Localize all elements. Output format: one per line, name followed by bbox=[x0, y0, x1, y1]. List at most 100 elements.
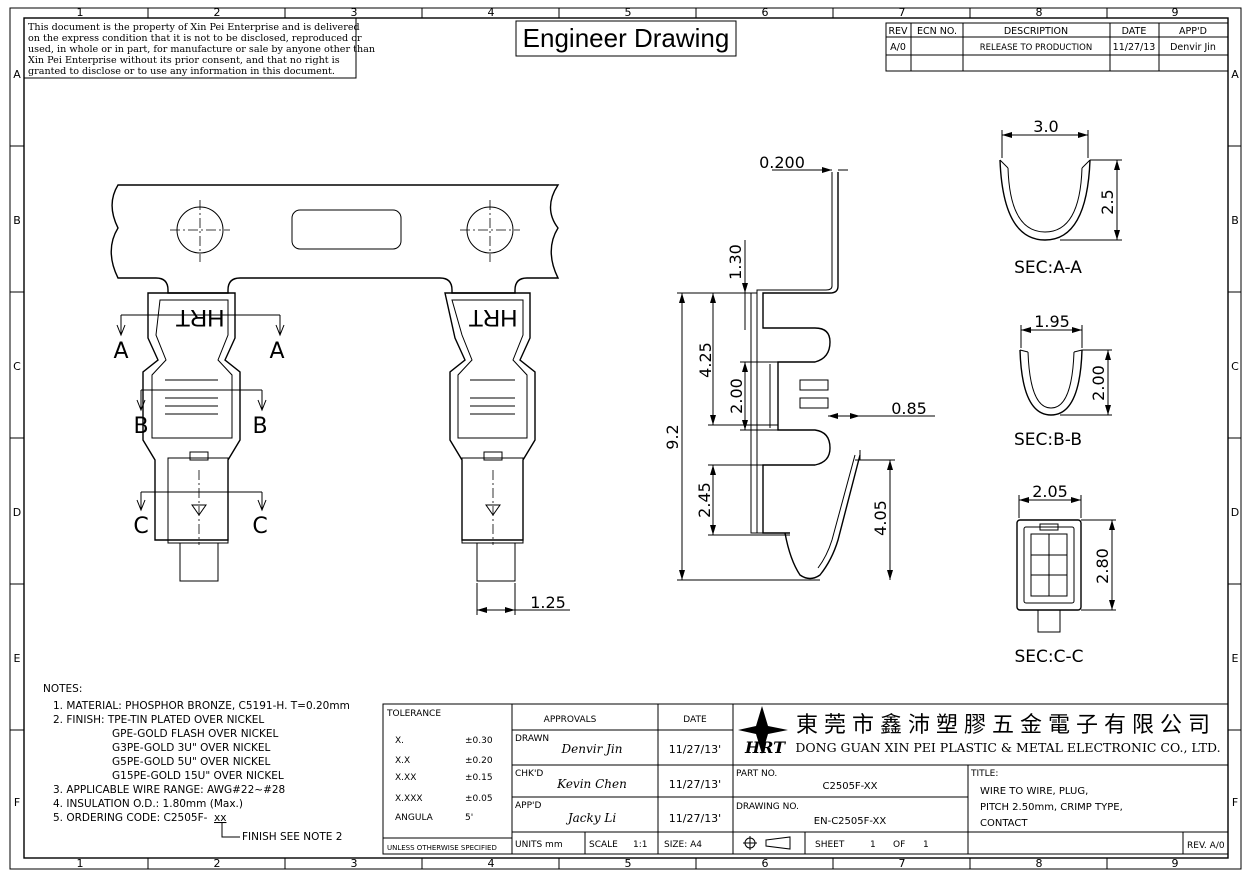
approval-date: 11/27/13' bbox=[669, 743, 721, 756]
notice-line: Xin Pei Enterprise without its prior con… bbox=[28, 55, 340, 66]
title-block: TOLERANCE X. ±0.30 X.X ±0.20 X.XX ±0.15 … bbox=[382, 703, 1229, 855]
note-line: G15PE-GOLD 15U" OVER NICKEL bbox=[112, 770, 284, 782]
ordering-code-suffix: xx bbox=[214, 812, 226, 824]
section-mark: A bbox=[269, 339, 284, 364]
date-heading: DATE bbox=[683, 715, 707, 725]
drawing-title: Engineer Drawing bbox=[515, 20, 737, 57]
row-label: C bbox=[1231, 360, 1239, 373]
signature: Denvir Jin bbox=[561, 742, 623, 756]
rev-value: A/0 bbox=[890, 42, 906, 53]
tol-val: ±0.30 bbox=[465, 736, 493, 746]
rev-label: REV. A/0 bbox=[1187, 841, 1225, 851]
dim-9-2: 9.2 bbox=[663, 424, 682, 449]
col-label: 7 bbox=[899, 6, 906, 19]
of-value: 1 bbox=[923, 840, 929, 850]
property-notice: This document is the property of Xin Pei… bbox=[23, 17, 375, 79]
section-mark: B bbox=[133, 414, 148, 439]
tol-key: X.XXX bbox=[395, 794, 423, 804]
col-label: 8 bbox=[1036, 857, 1043, 870]
col-label: 4 bbox=[488, 857, 495, 870]
units-label: UNITS mm bbox=[515, 840, 563, 850]
row-label: A bbox=[13, 68, 21, 81]
rev-header: APP'D bbox=[1179, 26, 1207, 37]
role-label: CHK'D bbox=[515, 769, 543, 779]
finish-note: FINISH SEE NOTE 2 bbox=[242, 831, 342, 843]
dim-2-45: 2.45 bbox=[695, 482, 714, 518]
note-line: 1. MATERIAL: PHOSPHOR BRONZE, C5191-H. T… bbox=[53, 700, 350, 712]
size-label: SIZE: A4 bbox=[664, 840, 702, 850]
dim-4-05: 4.05 bbox=[871, 500, 890, 536]
part-label: PART NO. bbox=[736, 769, 777, 779]
company-name-en: DONG GUAN XIN PEI PLASTIC & METAL ELECTR… bbox=[795, 740, 1220, 755]
contact-marking: HRT bbox=[468, 304, 517, 331]
sec-b-height: 2.00 bbox=[1089, 365, 1108, 401]
tol-val: ±0.20 bbox=[465, 756, 493, 766]
row-label: E bbox=[1232, 652, 1239, 665]
note-line: G5PE-GOLD 5U" OVER NICKEL bbox=[112, 756, 270, 768]
projection-symbol-icon bbox=[743, 836, 791, 850]
tol-key: X.X bbox=[395, 756, 410, 766]
col-label: 2 bbox=[214, 857, 221, 870]
row-label: C bbox=[13, 360, 21, 373]
note-line: GPE-GOLD FLASH OVER NICKEL bbox=[112, 728, 278, 740]
col-label: 5 bbox=[625, 857, 632, 870]
approval-date: 11/27/13' bbox=[669, 812, 721, 825]
revision-table: REV ECN NO. DESCRIPTION DATE APP'D A/0 R… bbox=[885, 22, 1229, 72]
scale-value: 1:1 bbox=[633, 840, 647, 850]
tol-key: ANGULA bbox=[395, 813, 434, 823]
section-c-c: 2.05 2.80 SEC:C-C bbox=[1014, 482, 1116, 667]
rev-header: REV bbox=[888, 26, 908, 37]
notes-heading: NOTES: bbox=[43, 683, 82, 695]
title-text: Engineer Drawing bbox=[523, 23, 730, 53]
col-label: 8 bbox=[1036, 6, 1043, 19]
row-label: F bbox=[1232, 796, 1238, 809]
note-line: G3PE-GOLD 3U" OVER NICKEL bbox=[112, 742, 270, 754]
note-line: 4. INSULATION O.D.: 1.80mm (Max.) bbox=[53, 798, 243, 810]
role-label: DRAWN bbox=[515, 734, 549, 744]
scale-label: SCALE bbox=[589, 840, 618, 850]
col-label: 3 bbox=[351, 857, 358, 870]
row-label: F bbox=[14, 796, 20, 809]
notice-line: This document is the property of Xin Pei… bbox=[28, 22, 360, 33]
rev-value: RELEASE TO PRODUCTION bbox=[980, 43, 1092, 53]
col-label: 5 bbox=[625, 6, 632, 19]
section-mark: C bbox=[133, 514, 148, 539]
col-label: 3 bbox=[351, 6, 358, 19]
company-logo: HRT bbox=[738, 706, 788, 757]
drawing-label: DRAWING NO. bbox=[736, 802, 799, 812]
col-label: 1 bbox=[77, 6, 84, 19]
row-label: B bbox=[1231, 214, 1239, 227]
notice-line: on the express condition that it is not … bbox=[28, 33, 362, 44]
of-label: OF bbox=[893, 840, 905, 850]
approval-date: 11/27/13' bbox=[669, 778, 721, 791]
approvals-heading: APPROVALS bbox=[544, 715, 597, 725]
sec-c-height: 2.80 bbox=[1093, 548, 1112, 584]
row-label: D bbox=[13, 506, 21, 519]
dim-0-85: 0.85 bbox=[891, 399, 927, 418]
sec-a-label: SEC:A-A bbox=[1014, 258, 1082, 278]
notice-line: granted to disclose or to use any inform… bbox=[28, 66, 335, 77]
rev-value: Denvir Jin bbox=[1170, 42, 1216, 53]
notes: NOTES: 1. MATERIAL: PHOSPHOR BRONZE, C51… bbox=[43, 683, 350, 843]
note-line: 3. APPLICABLE WIRE RANGE: AWG#22~#28 bbox=[53, 784, 285, 796]
row-label: E bbox=[14, 652, 21, 665]
notice-line: used, in whole or in part, for manufactu… bbox=[28, 44, 375, 55]
sec-c-label: SEC:C-C bbox=[1014, 647, 1083, 667]
col-label: 9 bbox=[1172, 857, 1179, 870]
tolerance-heading: TOLERANCE bbox=[386, 709, 441, 719]
row-label: D bbox=[1231, 506, 1239, 519]
sec-b-label: SEC:B-B bbox=[1014, 430, 1082, 450]
col-label: 4 bbox=[488, 6, 495, 19]
drawing-frame: 1 2 3 4 5 6 7 8 9 1 2 3 4 5 6 7 8 9 A B … bbox=[9, 6, 1242, 870]
title-label: TITLE: bbox=[970, 769, 998, 779]
tolerance-footer: UNLESS OTHERWISE SPECIFIED bbox=[387, 844, 497, 852]
part-title-line: PITCH 2.50mm, CRIMP TYPE, bbox=[980, 802, 1123, 813]
section-mark: C bbox=[252, 514, 267, 539]
drawing-number: EN-C2505F-XX bbox=[814, 816, 887, 827]
col-label: 9 bbox=[1172, 6, 1179, 19]
signature: Jacky Li bbox=[565, 811, 617, 825]
tol-val: ±0.05 bbox=[465, 794, 493, 804]
logo-text: HRT bbox=[744, 738, 786, 757]
part-title-line: CONTACT bbox=[980, 818, 1028, 829]
